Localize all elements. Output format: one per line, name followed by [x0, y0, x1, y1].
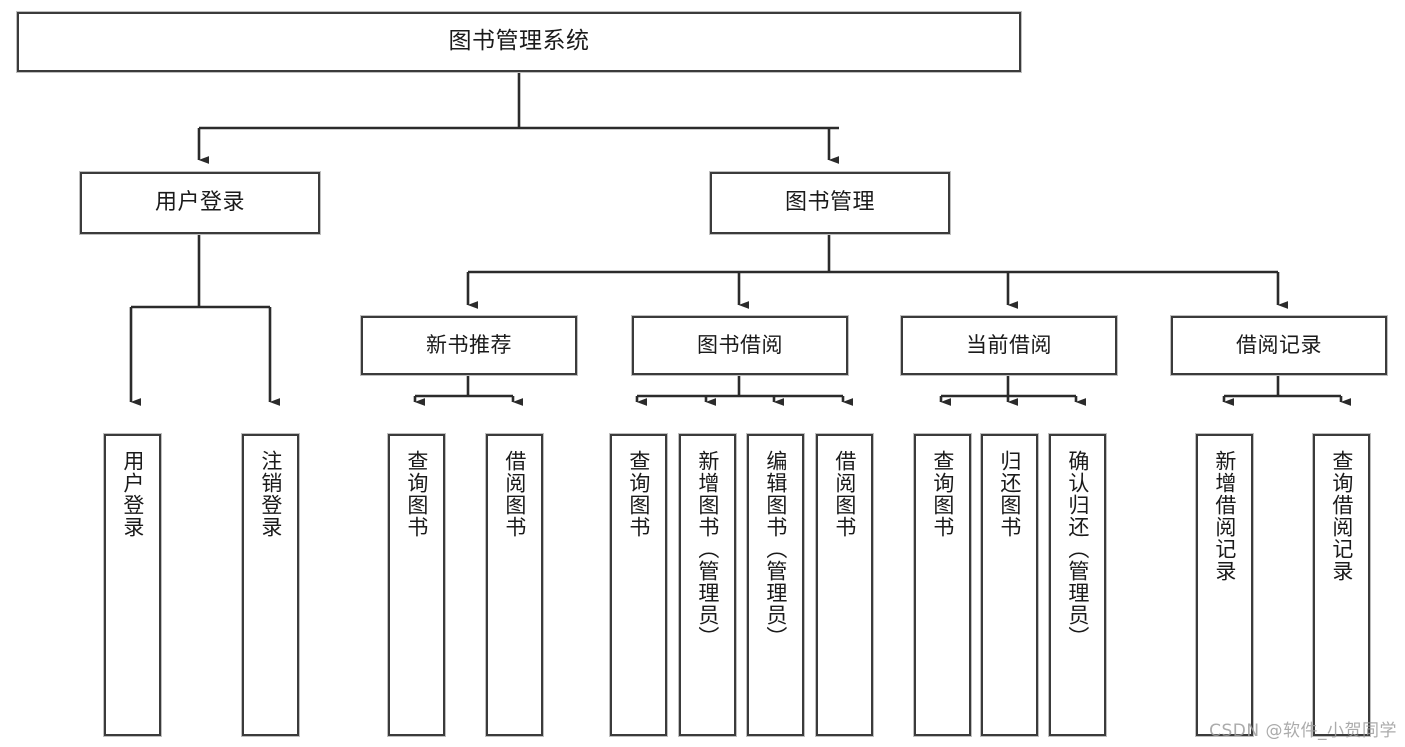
node-leaf-query-book-1-label: 查询图书	[404, 450, 429, 538]
node-leaf-add-book[interactable]: 新增图书（管理员）	[679, 434, 736, 736]
node-new-book-recommend-label: 新书推荐	[426, 332, 512, 357]
node-leaf-query-book-2[interactable]: 查询图书	[610, 434, 667, 736]
node-leaf-confirm-return[interactable]: 确认归还（管理员）	[1049, 434, 1106, 736]
node-leaf-borrow-book-1[interactable]: 借阅图书	[486, 434, 543, 736]
node-leaf-query-book-3[interactable]: 查询图书	[914, 434, 971, 736]
node-leaf-query-record-label: 查询借阅记录	[1329, 450, 1354, 582]
node-borrow-record-label: 借阅记录	[1236, 332, 1322, 357]
node-book-manage-label: 图书管理	[784, 189, 875, 215]
node-leaf-add-record[interactable]: 新增借阅记录	[1196, 434, 1253, 736]
node-leaf-query-book-3-label: 查询图书	[930, 450, 955, 538]
node-leaf-borrow-book-2[interactable]: 借阅图书	[816, 434, 873, 736]
node-leaf-query-book-1[interactable]: 查询图书	[388, 434, 445, 736]
node-leaf-add-book-label: 新增图书（管理员）	[695, 450, 720, 648]
csdn-watermark: CSDN @软件_小贺同学	[1209, 721, 1397, 741]
node-leaf-logout-label: 注销登录	[258, 450, 283, 538]
node-leaf-edit-book-label: 编辑图书（管理员）	[763, 450, 788, 648]
node-book-manage[interactable]: 图书管理	[710, 172, 950, 234]
node-borrow-record[interactable]: 借阅记录	[1171, 316, 1387, 375]
node-leaf-borrow-book-2-label: 借阅图书	[832, 450, 857, 538]
node-new-book-recommend[interactable]: 新书推荐	[361, 316, 577, 375]
node-user-login-label: 用户登录	[154, 189, 245, 215]
node-root[interactable]: 图书管理系统	[17, 12, 1021, 72]
node-leaf-query-book-2-label: 查询图书	[626, 450, 651, 538]
node-leaf-user-login[interactable]: 用户登录	[104, 434, 161, 736]
node-user-login[interactable]: 用户登录	[80, 172, 320, 234]
node-leaf-confirm-return-label: 确认归还（管理员）	[1065, 450, 1090, 648]
node-leaf-borrow-book-1-label: 借阅图书	[502, 450, 527, 538]
node-leaf-logout[interactable]: 注销登录	[242, 434, 299, 736]
node-leaf-user-login-label: 用户登录	[120, 450, 145, 538]
node-leaf-add-record-label: 新增借阅记录	[1212, 450, 1237, 582]
node-book-borrow-label: 图书借阅	[697, 332, 783, 357]
node-leaf-return-book-label: 归还图书	[997, 450, 1022, 538]
node-leaf-query-record[interactable]: 查询借阅记录	[1313, 434, 1370, 736]
node-leaf-edit-book[interactable]: 编辑图书（管理员）	[747, 434, 804, 736]
node-leaf-return-book[interactable]: 归还图书	[981, 434, 1038, 736]
node-book-borrow[interactable]: 图书借阅	[632, 316, 848, 375]
node-current-borrow[interactable]: 当前借阅	[901, 316, 1117, 375]
node-current-borrow-label: 当前借阅	[966, 332, 1052, 357]
node-root-label: 图书管理系统	[448, 28, 590, 55]
